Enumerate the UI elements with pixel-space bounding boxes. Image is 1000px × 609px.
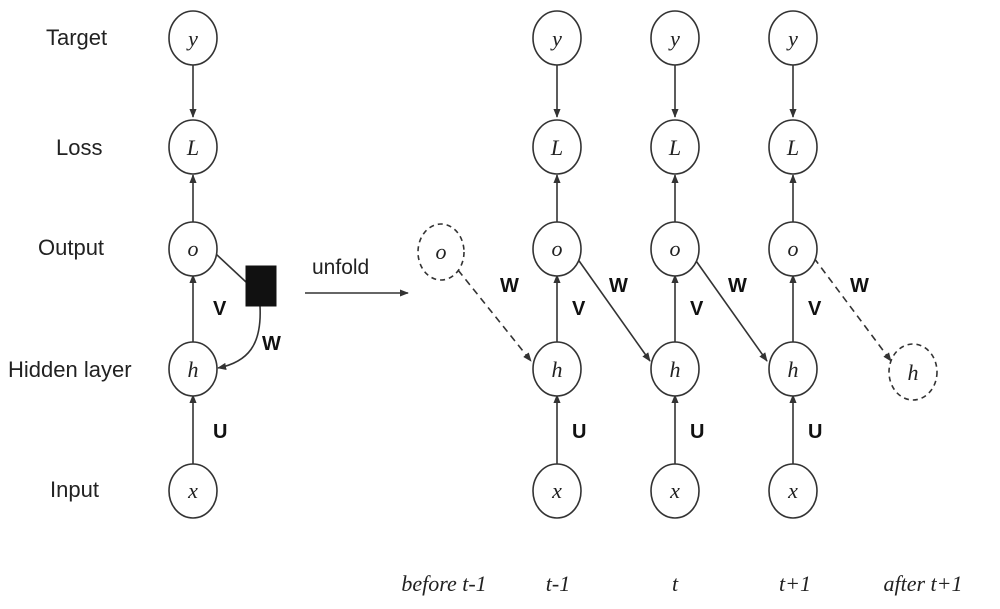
weight-label-W-t+1: W <box>850 275 869 297</box>
node-o-before-t-1 <box>417 223 465 281</box>
weight-label-V-t: V <box>690 298 704 320</box>
column-t-1: y L o h x V U <box>532 10 586 519</box>
edge-delay-box-to-h <box>217 305 261 370</box>
time-label-t: t <box>672 571 679 596</box>
node-L-t+1 <box>768 119 818 175</box>
edge-o-to-delay-box <box>215 253 247 283</box>
node-o-t <box>650 221 700 277</box>
weight-label-W-before-t-1: W <box>500 275 519 297</box>
edge-W-t+1-to-after-t+1 <box>813 257 892 362</box>
node-x-t-label: x <box>669 478 680 503</box>
node-h-t+1-label: h <box>788 357 799 382</box>
node-L-folded-label: L <box>186 135 199 160</box>
weight-label-U-t+1: U <box>808 421 822 443</box>
node-o-t+1-label: o <box>788 236 799 261</box>
node-L-t-label: L <box>668 135 681 160</box>
row-label-loss: Loss <box>56 135 102 160</box>
node-h-t <box>650 341 700 397</box>
node-x-t+1-label: x <box>787 478 798 503</box>
weight-label-W-folded: W <box>262 333 281 355</box>
node-y-folded <box>168 10 218 66</box>
node-o-t-label: o <box>670 236 681 261</box>
node-y-t+1 <box>768 10 818 66</box>
weight-label-V-folded: V <box>213 298 227 320</box>
node-y-t-1-label: y <box>550 26 562 51</box>
folded-rnn: y L o h x V W U <box>168 10 281 519</box>
node-L-t-1-label: L <box>550 135 563 160</box>
node-x-t <box>650 463 700 519</box>
node-o-t-1-label: o <box>552 236 563 261</box>
edge-W-before-t-1-to-t-1 <box>457 269 532 362</box>
node-h-after-t+1-label: h <box>908 360 919 385</box>
unfolded-rnn: o h y L o h x V U <box>417 10 938 519</box>
time-label-t+1: t+1 <box>779 571 811 596</box>
node-y-t-label: y <box>668 26 680 51</box>
time-label-before-t-1: before t-1 <box>401 571 486 596</box>
node-y-t+1-label: y <box>786 26 798 51</box>
weight-label-U-t-1: U <box>572 421 586 443</box>
row-label-output: Output <box>38 235 104 260</box>
node-h-t-label: h <box>670 357 681 382</box>
node-L-t <box>650 119 700 175</box>
node-L-t-1 <box>532 119 582 175</box>
node-L-folded <box>168 119 218 175</box>
node-y-t-1 <box>532 10 582 66</box>
node-h-folded <box>168 341 218 397</box>
weight-label-W-t: W <box>728 275 747 297</box>
node-x-folded <box>168 463 218 519</box>
edge-W-t-to-t+1 <box>693 257 768 362</box>
node-x-folded-label: x <box>187 478 198 503</box>
weight-label-W-t-1: W <box>609 275 628 297</box>
node-x-t-1-label: x <box>551 478 562 503</box>
node-h-t-1 <box>532 341 582 397</box>
node-h-t+1 <box>768 341 818 397</box>
node-y-t <box>650 10 700 66</box>
time-label-after-t+1: after t+1 <box>883 571 962 596</box>
weight-label-V-t-1: V <box>572 298 586 320</box>
node-h-after-t+1 <box>888 343 938 401</box>
row-label-target: Target <box>46 25 107 50</box>
node-x-t+1 <box>768 463 818 519</box>
node-y-folded-label: y <box>186 26 198 51</box>
node-o-t-1 <box>532 221 582 277</box>
weight-label-V-t+1: V <box>808 298 822 320</box>
node-o-folded-label: o <box>188 236 199 261</box>
time-label-t-1: t-1 <box>546 571 570 596</box>
weight-label-U-t: U <box>690 421 704 443</box>
node-o-before-t-1-label: o <box>436 239 447 264</box>
node-o-folded <box>168 221 218 277</box>
node-o-t+1 <box>768 221 818 277</box>
weight-label-U-folded: U <box>213 421 227 443</box>
node-x-t-1 <box>532 463 582 519</box>
node-h-folded-label: h <box>188 357 199 382</box>
unfold-label: unfold <box>312 256 369 279</box>
node-L-t+1-label: L <box>786 135 799 160</box>
delay-box <box>245 265 277 307</box>
node-h-t-1-label: h <box>552 357 563 382</box>
column-t+1: y L o h x V U <box>768 10 822 519</box>
row-label-hidden-layer: Hidden layer <box>8 357 132 382</box>
edge-W-t-1-to-t <box>576 257 651 362</box>
column-t: y L o h x V U <box>650 10 704 519</box>
row-label-input: Input <box>50 477 99 502</box>
